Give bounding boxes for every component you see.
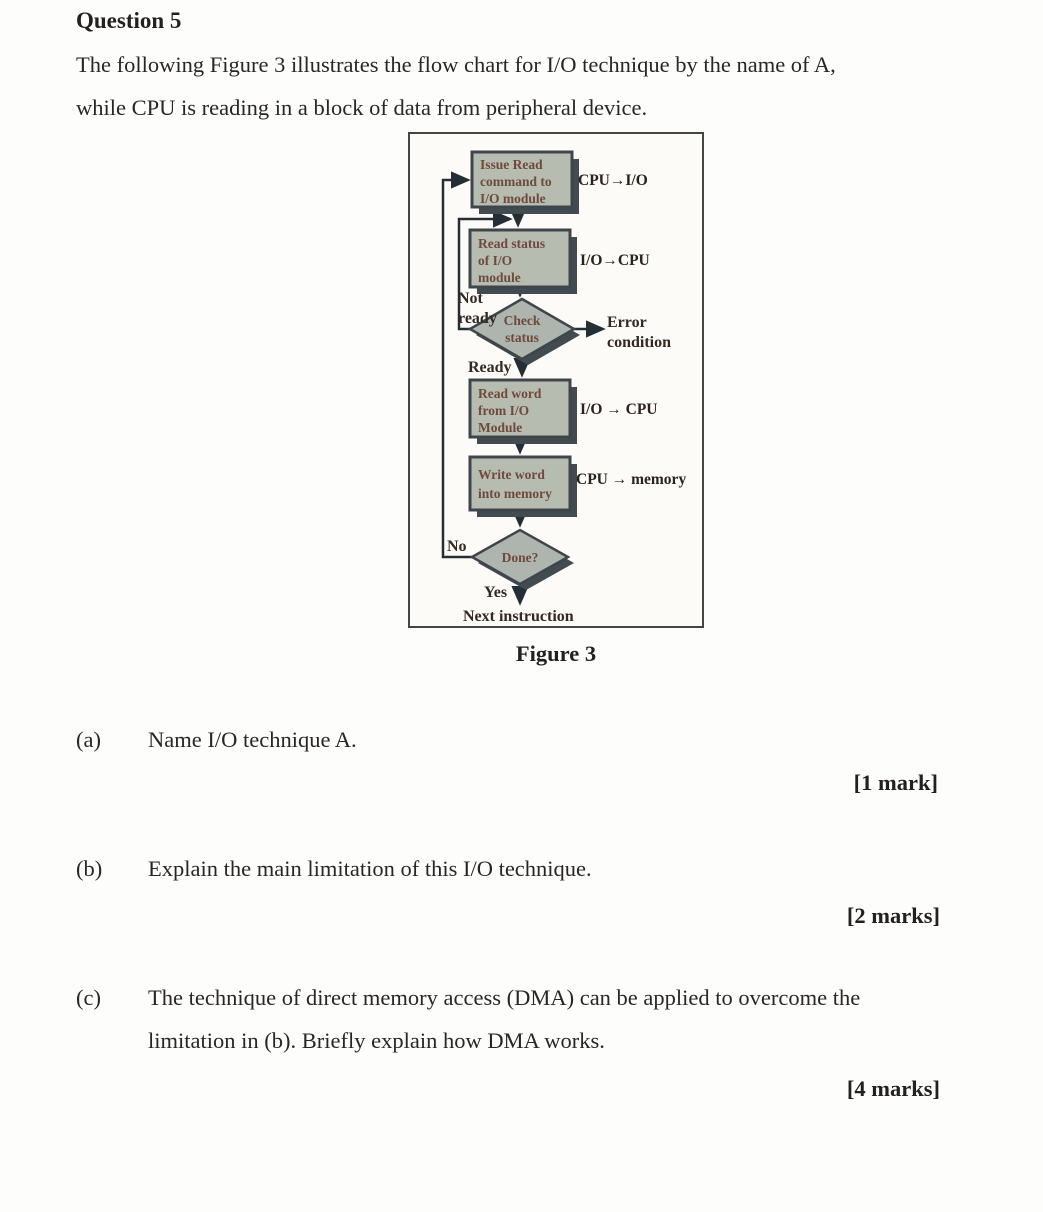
decision-check-line2: status [505,330,539,345]
box-read-status-line1: Read status [478,236,545,251]
part-a-text: Name I/O technique A. [148,727,357,752]
box-write-word-line2: into memory [478,486,552,501]
decision-check-status [467,297,577,361]
label-error-line2: condition [607,334,671,351]
decision-done [469,528,571,586]
box-issue-read-line2: command to [480,174,552,189]
box-issue-read-line1: Issue Read [480,157,543,172]
intro-line-2: while CPU is reading in a block of data … [76,95,648,120]
box-write-word-line1: Write word [478,467,545,482]
box-issue-read [470,150,574,209]
part-c-text-line1: The technique of direct memory access (D… [148,985,861,1010]
box-write-word [468,455,572,512]
part-b-text: Explain the main limitation of this I/O … [148,856,592,881]
decision-done-line1: Done? [502,550,539,565]
label-no: No [447,538,467,555]
flowchart-svg: Issue Read command to I/O module CPU→I/O… [441,150,686,625]
side-label-io-cpu-1: I/O→CPU [580,252,650,269]
box-read-word-line2: from I/O [478,403,529,418]
box-read-word-line3: Module [478,420,522,435]
label-not-ready-line2: ready [458,310,497,327]
box-read-status-line3: module [478,270,521,285]
box-read-status-line2: of I/O [478,253,512,268]
label-ready: Ready [468,359,512,376]
label-next-instruction: Next instruction [463,608,574,625]
label-error-line1: Error [607,314,647,331]
part-a-marks: [1 mark] [853,770,938,795]
part-c-label: (c) [76,985,101,1010]
figure-caption: Figure 3 [515,641,597,666]
part-a-label: (a) [76,727,101,752]
part-c-text-line2: limitation in (b). Briefly explain how D… [148,1028,605,1053]
box-read-word-line1: Read word [478,386,542,401]
decision-check-line1: Check [504,313,541,328]
side-label-cpu-io: CPU→I/O [578,172,648,189]
box-read-status [468,228,572,289]
side-label-io-cpu-2: I/O → CPU [580,401,658,418]
label-yes: Yes [484,584,507,601]
part-b-marks: [2 marks] [846,903,940,928]
intro-line-1: The following Figure 3 illustrates the f… [76,52,836,77]
loop-line-not-ready [457,210,513,331]
question-title: Question 5 [76,8,182,33]
figure-3-frame: Issue Read command to I/O module CPU→I/O… [408,132,704,628]
part-b-label: (b) [76,856,103,881]
loop-line-no [441,171,472,559]
label-not-ready-line1: Not [458,290,484,307]
part-c-marks: [4 marks] [846,1076,940,1101]
box-read-word [468,378,572,439]
side-label-cpu-memory: CPU → memory [576,471,686,488]
box-issue-read-line3: I/O module [480,191,546,206]
